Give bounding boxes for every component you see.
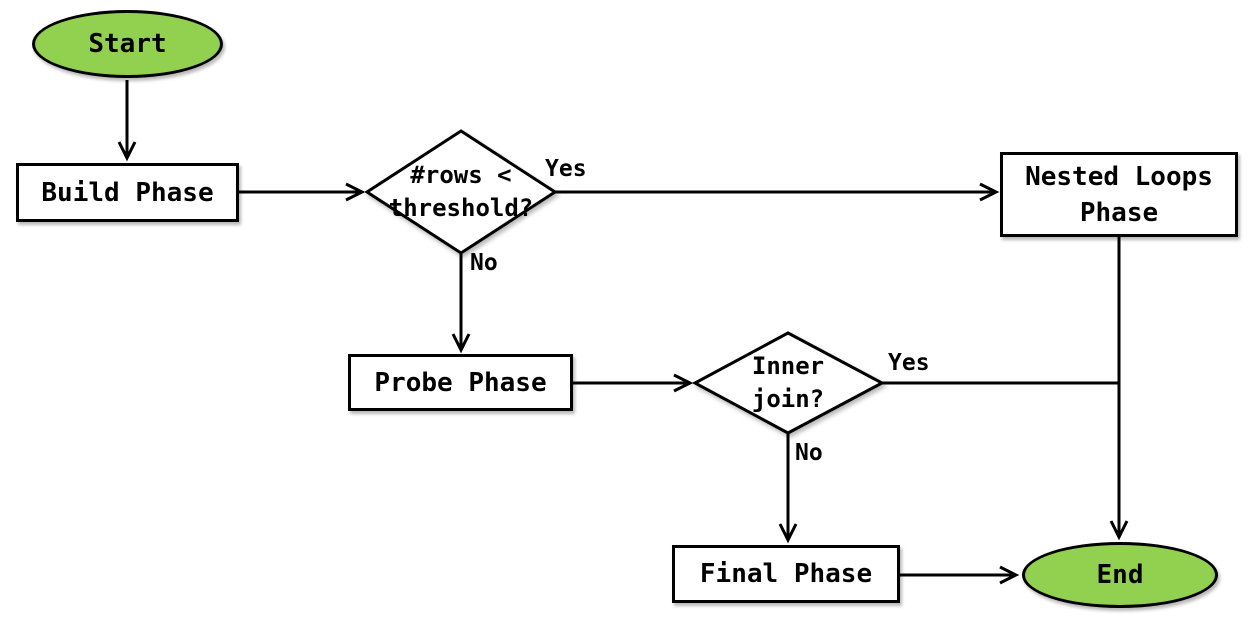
start-node: Start <box>32 10 223 78</box>
probe-phase-label: Probe Phase <box>374 367 547 398</box>
inner-join-decision-shape <box>691 331 886 435</box>
end-node: End <box>1022 542 1218 608</box>
rows-decision-yes-label: Yes <box>545 156 587 182</box>
inner-join-label-line1: Inner <box>751 352 825 380</box>
rows-threshold-label-line1: #rows < <box>410 161 512 189</box>
start-node-label: Start <box>88 29 167 59</box>
nested-loops-phase-node: Nested Loops Phase <box>1000 152 1238 237</box>
inner-join-label-line2: join? <box>751 385 825 413</box>
final-phase-label: Final Phase <box>699 559 873 589</box>
end-node-label: End <box>1096 560 1144 590</box>
nested-loops-phase-label-line1: Nested Loops <box>1025 161 1213 192</box>
rows-threshold-label-line2: threshold? <box>388 194 534 222</box>
rows-threshold-decision-label: #rows < threshold? <box>341 159 581 225</box>
inner-join-yes-label: Yes <box>888 350 930 376</box>
build-phase-label: Build Phase <box>41 177 214 208</box>
rows-threshold-decision-shape <box>364 129 558 255</box>
probe-phase-node: Probe Phase <box>348 354 573 411</box>
inner-join-decision-label: Inner join? <box>668 350 908 416</box>
nested-loops-phase-label-line2: Phase <box>1079 197 1159 228</box>
final-phase-node: Final Phase <box>672 545 900 603</box>
rows-decision-no-label: No <box>470 250 498 276</box>
inner-join-no-label: No <box>795 440 823 466</box>
build-phase-node: Build Phase <box>16 163 239 222</box>
